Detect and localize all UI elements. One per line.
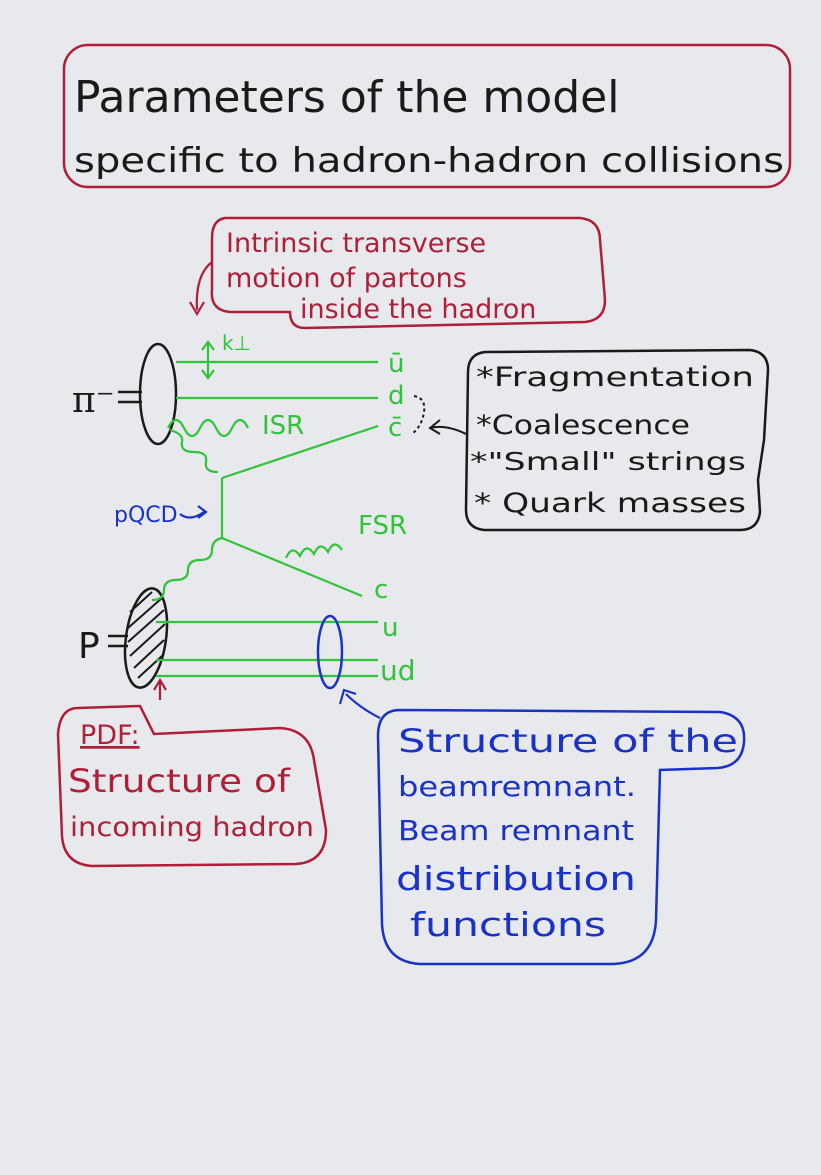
dc-arrow <box>428 419 467 435</box>
fsr-gluon <box>284 543 343 559</box>
c-line <box>221 536 363 598</box>
proton-gluon-up <box>151 536 223 602</box>
intrinsic-arrow <box>195 261 213 311</box>
hadronization-item-3: *"Small" strings <box>470 447 746 476</box>
pqcd-annotation: pQCD <box>114 503 208 528</box>
pion-ellipse <box>138 342 178 446</box>
cbar-line <box>221 424 379 480</box>
dc-bracket <box>411 395 426 435</box>
ubar-label: ū <box>388 349 404 379</box>
pion-hadron: π⁻ <box>72 342 178 446</box>
hadronization-box: *Fragmentation *Coalescence *"Small" str… <box>464 348 770 532</box>
remnant-line-4: distribution <box>396 859 636 898</box>
remnant-arrow <box>338 688 381 719</box>
pdf-line-1: Structure of <box>68 762 291 800</box>
title-line-1: Parameters of the model <box>74 72 619 123</box>
parton-lines <box>151 340 379 678</box>
pdf-line-2: incoming hadron <box>70 812 314 843</box>
proton-hadron: P <box>78 587 169 700</box>
pdf-box: PDF: Structure of incoming hadron <box>56 704 328 868</box>
pion-gluon-down <box>169 428 219 474</box>
pdf-frame <box>56 704 328 868</box>
proton-label: P <box>78 626 100 667</box>
kt-label: k⊥ <box>222 331 251 355</box>
remnant-ellipse <box>316 614 344 690</box>
u-label: u <box>382 613 398 643</box>
remnant-line-3: Beam remnant <box>398 814 634 847</box>
parton-labels: k⊥ ū d c̄ ISR FSR c u ud <box>222 331 416 687</box>
remnant-marker <box>316 614 381 719</box>
remnant-frame <box>376 708 746 966</box>
hadronization-item-1: *Fragmentation <box>476 362 754 393</box>
proton-hatching <box>127 591 166 679</box>
isr-gluon <box>167 418 249 438</box>
title-frame <box>62 43 792 189</box>
intrinsic-frame <box>210 216 607 330</box>
pion-label: π⁻ <box>72 380 115 421</box>
intrinsic-line-2: motion of partons <box>226 263 467 294</box>
pqcd-label: pQCD <box>114 503 178 528</box>
intrinsic-arrow-head <box>189 301 205 317</box>
remnant-box: Structure of the beamremnant. Beam remna… <box>376 708 746 966</box>
pqcd-arrow <box>179 505 208 519</box>
hadronization-frame <box>464 348 770 532</box>
intrinsic-line-1: Intrinsic transverse <box>226 228 486 259</box>
isr-label: ISR <box>262 411 304 441</box>
fsr-label: FSR <box>358 511 407 541</box>
title-line-2: specific to hadron-hadron collisions <box>74 141 784 181</box>
remnant-line-2: beamremnant. <box>398 770 636 803</box>
hadronization-item-2: *Coalescence <box>476 410 690 441</box>
intrinsic-line-3: inside the hadron <box>300 294 536 325</box>
hadronization-item-4: * Quark masses <box>474 488 746 519</box>
cbar-label: c̄ <box>388 413 402 443</box>
hadronization-pointer <box>411 395 467 435</box>
intrinsic-box: Intrinsic transverse motion of partons i… <box>189 216 607 330</box>
pdf-heading: PDF: <box>80 720 140 751</box>
proton-ellipse <box>123 587 169 689</box>
kt-arrow-heads <box>201 340 215 380</box>
remnant-line-1: Structure of the <box>398 722 738 760</box>
title-box: Parameters of the model specific to hadr… <box>62 43 792 189</box>
d-label: d <box>388 381 405 411</box>
remnant-line-5: functions <box>410 905 606 944</box>
ud-label: ud <box>380 654 416 687</box>
pdf-pointer-arrow <box>153 677 167 700</box>
c-label: c <box>374 575 388 605</box>
